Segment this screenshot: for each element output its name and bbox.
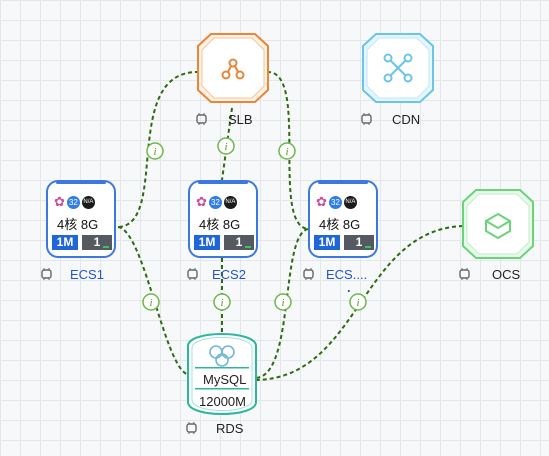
cpu-badge: 32	[208, 195, 222, 209]
ecs-icons: ✿ 32 N/A	[316, 194, 357, 210]
cdn-icon	[383, 53, 413, 83]
ecs-spec: 4核 8G	[319, 217, 361, 232]
ocs-icon	[485, 212, 511, 240]
disk-count: 1	[235, 235, 243, 249]
chip-icon	[186, 422, 197, 434]
info-badge[interactable]: i	[278, 142, 296, 160]
info-badge-text: i	[220, 297, 223, 309]
slb-icon	[221, 58, 245, 80]
info-badge-text: i	[224, 141, 227, 153]
image-icon: ✿	[316, 194, 327, 209]
disk-count: 1	[355, 235, 363, 249]
cpu-badge: 32	[66, 195, 80, 209]
rds-label: RDS	[216, 421, 244, 436]
info-badge-text: i	[149, 297, 152, 309]
bandwidth-badge: 1M	[194, 235, 220, 250]
rds-engine: MySQL	[203, 372, 247, 387]
os-badge: N/A	[343, 195, 357, 209]
image-icon: ✿	[54, 194, 65, 209]
database-icon	[209, 345, 235, 367]
bandwidth-badge: 1M	[314, 235, 340, 250]
disk-status-indicator	[365, 246, 371, 248]
info-badge-text: i	[281, 297, 284, 309]
ecs3-label[interactable]: ECS....	[326, 267, 368, 282]
chip-icon	[459, 268, 470, 280]
disk-status-indicator	[103, 246, 109, 248]
ecs-icons: ✿ 32 N/A	[54, 194, 95, 210]
cdn-label: CDN	[392, 112, 421, 127]
chip-icon	[196, 113, 207, 125]
disk-badge: 1	[344, 235, 374, 250]
ecs3-node[interactable]: ✿ 32 N/A 4核 8G 1M 1	[308, 180, 378, 258]
info-badge[interactable]: i	[146, 142, 164, 160]
ecs2-label[interactable]: ECS2	[212, 267, 246, 282]
image-icon: ✿	[196, 194, 207, 209]
chip-icon	[41, 268, 52, 280]
ecs-card-topbar	[318, 181, 368, 184]
info-badge[interactable]: i	[213, 293, 231, 311]
chip-icon	[361, 113, 372, 125]
connection-ecs3-rds	[255, 228, 309, 379]
info-badge-text: i	[285, 146, 288, 158]
cpu-badge: 32	[328, 195, 342, 209]
info-badge[interactable]: i	[349, 293, 367, 311]
os-badge: N/A	[81, 195, 95, 209]
os-badge: N/A	[223, 195, 237, 209]
slb-label: SLB	[228, 112, 253, 127]
ecs-spec: 4核 8G	[57, 217, 99, 232]
cdn-node[interactable]	[362, 33, 434, 103]
ocs-label: OCS	[492, 267, 521, 282]
rds-node[interactable]	[187, 333, 257, 415]
chip-icon	[187, 268, 198, 280]
ecs3-label-ellipsis: .	[347, 280, 351, 295]
ecs-icons: ✿ 32 N/A	[196, 194, 237, 210]
ecs1-label[interactable]: ECS1	[70, 267, 104, 282]
ecs2-node[interactable]: ✿ 32 N/A 4核 8G 1M 1	[188, 180, 258, 258]
ecs-spec: 4核 8G	[199, 217, 241, 232]
disk-badge: 1	[224, 235, 254, 250]
ecs-card-topbar	[56, 181, 106, 184]
bandwidth-badge: 1M	[52, 235, 78, 250]
ecs1-node[interactable]: ✿ 32 N/A 4核 8G 1M 1	[46, 180, 116, 258]
rds-storage: 12000M	[199, 394, 246, 409]
info-badge-text: i	[153, 146, 156, 158]
chip-icon	[303, 268, 314, 280]
info-badge[interactable]: i	[217, 137, 235, 155]
slb-node[interactable]	[197, 33, 269, 103]
ocs-node[interactable]	[462, 189, 534, 259]
info-badge[interactable]: i	[274, 293, 292, 311]
disk-badge: 1	[82, 235, 112, 250]
ecs-card-topbar	[198, 181, 248, 184]
connection-slb-ecs1	[117, 70, 200, 228]
disk-status-indicator	[245, 246, 251, 248]
disk-count: 1	[93, 235, 101, 249]
info-badge-text: i	[356, 297, 359, 309]
info-badge[interactable]: i	[142, 293, 160, 311]
